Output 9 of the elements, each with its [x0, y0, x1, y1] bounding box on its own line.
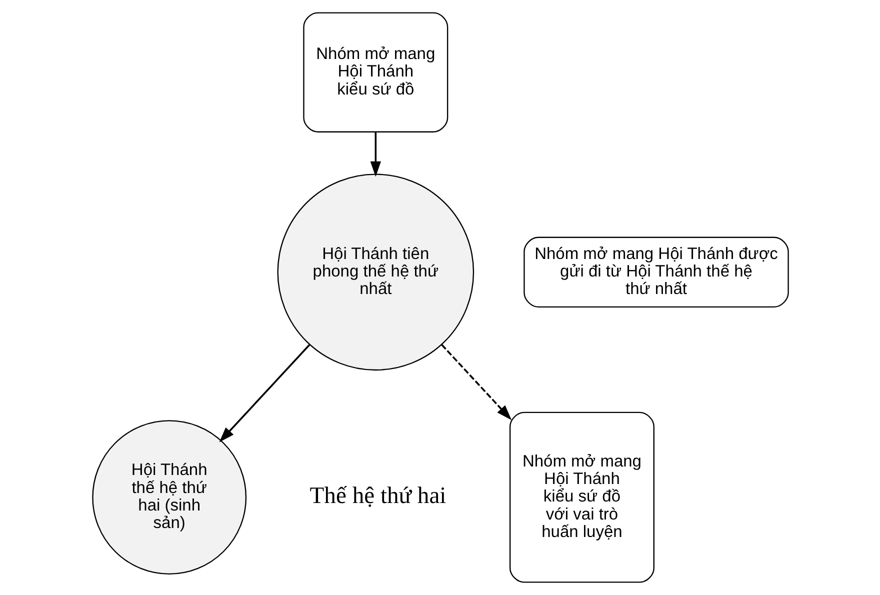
label: Thế hệ thứ hai	[309, 483, 446, 510]
arrow	[370, 132, 381, 177]
node-box: Nhóm mở mang Hội Thánh kiểu sứ đồ với vai trò huấn luyện	[508, 412, 654, 583]
arrow	[218, 344, 310, 442]
arrow	[440, 344, 512, 420]
node-box: Nhóm mở mang Hội Thánh được gửi đi từ Hội Thánh thế hệ thứ nhất	[523, 236, 788, 308]
node-circle: Hội Thánh tiên phong thế hệ thứ nhất	[276, 174, 474, 371]
node-box: Nhóm mở mang Hội Thánh kiểu sứ đồ	[302, 12, 448, 132]
node-circle: Hội Thánh thế hệ thứ hai (sinh sản)	[92, 420, 246, 575]
